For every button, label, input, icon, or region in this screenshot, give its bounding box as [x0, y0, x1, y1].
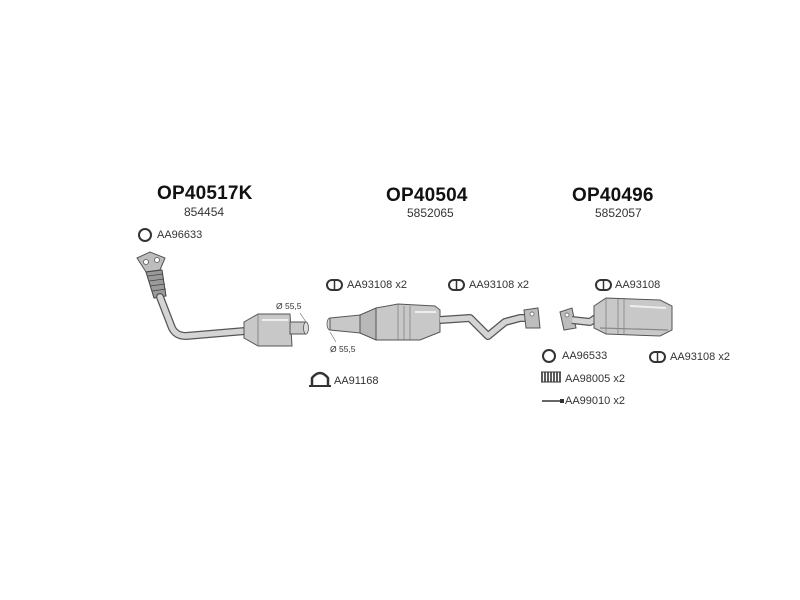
oe-number: 854454 — [184, 205, 225, 219]
flange-gasket-icon — [595, 279, 612, 291]
bolt-icon — [542, 399, 564, 403]
dimension-leader — [329, 331, 337, 343]
accessory-code: AA96633 — [157, 229, 203, 241]
front-pipe-catalyst-part[interactable] — [136, 251, 309, 347]
part-number-title: OP40496 — [572, 185, 654, 206]
accessory-code: AA93108 x2 — [347, 279, 407, 291]
part-number-title: OP40504 — [386, 185, 468, 206]
clamp-icon — [309, 371, 331, 387]
o-ring-gasket-icon — [542, 349, 556, 363]
oe-number: 5852057 — [595, 206, 642, 220]
oe-number: 5852065 — [407, 206, 454, 220]
flange-gasket-icon — [448, 279, 465, 291]
rear-silencer-part[interactable] — [559, 297, 673, 337]
spring-icon — [541, 371, 561, 383]
pipe-diameter-label: Ø 55,5 — [276, 301, 302, 311]
accessory-code: AA99010 x2 — [565, 395, 625, 407]
part-number-title: OP40517K — [157, 183, 253, 204]
middle-pipe-silencer-part[interactable] — [326, 303, 541, 341]
accessory-code: AA93108 x2 — [670, 351, 730, 363]
accessory-code: AA91168 — [334, 375, 379, 387]
dimension-leader — [299, 312, 307, 323]
o-ring-gasket-icon — [138, 228, 152, 242]
accessory-code: AA98005 x2 — [565, 373, 625, 385]
accessory-code: AA93108 — [615, 279, 661, 291]
pipe-diameter-label: Ø 55,5 — [330, 344, 356, 354]
flange-gasket-icon — [326, 279, 343, 291]
accessory-code: AA96533 — [562, 350, 608, 362]
accessory-code: AA93108 x2 — [469, 279, 529, 291]
flange-gasket-icon — [649, 351, 666, 363]
